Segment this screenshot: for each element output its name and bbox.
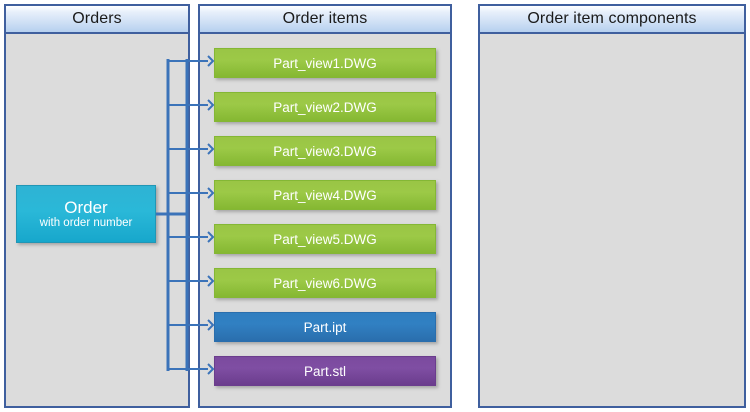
panel-order-items: Order items Part_view1.DWG Part_view2.DWG… xyxy=(198,4,452,408)
panel-order-items-body: Part_view1.DWG Part_view2.DWG Part_view3.D… xyxy=(200,34,450,406)
panel-orders-header: Orders xyxy=(6,6,188,34)
order-item-box[interactable]: Part_view4.DWG xyxy=(214,180,436,210)
order-item-label: Part_view4.DWG xyxy=(273,187,377,203)
order-item-box[interactable]: Part_view1.DWG xyxy=(214,48,436,78)
panel-order-items-title: Order items xyxy=(282,10,368,27)
order-item-label: Part_view3.DWG xyxy=(273,143,377,159)
order-item-label: Part.ipt xyxy=(303,319,347,335)
panel-order-item-components-header: Order item components xyxy=(480,6,744,34)
order-item-label: Part.stl xyxy=(303,363,346,379)
order-item-box[interactable]: Part_view3.DWG xyxy=(214,136,436,166)
order-node-subtitle: with order number xyxy=(39,217,133,230)
order-node-title: Order xyxy=(64,197,108,217)
order-item-label: Part_view5.DWG xyxy=(273,231,377,247)
order-item-box[interactable]: Part_view2.DWG xyxy=(214,92,436,122)
order-item-box[interactable]: Part_view6.DWG xyxy=(214,268,436,298)
panel-order-items-header: Order items xyxy=(200,6,450,34)
order-item-label: Part_view6.DWG xyxy=(273,275,377,291)
order-item-box[interactable]: Part.stl xyxy=(214,356,436,386)
panel-order-item-components: Order item components xyxy=(478,4,746,408)
order-item-box[interactable]: Part.ipt xyxy=(214,312,436,342)
panel-orders-title: Orders xyxy=(72,10,122,27)
panel-order-item-components-title: Order item components xyxy=(527,10,697,27)
panel-order-item-components-body xyxy=(480,34,744,406)
order-node[interactable]: Order with order number xyxy=(16,185,156,243)
order-item-box[interactable]: Part_view5.DWG xyxy=(214,224,436,254)
order-item-label: Part_view2.DWG xyxy=(273,99,377,115)
order-item-label: Part_view1.DWG xyxy=(273,55,377,71)
